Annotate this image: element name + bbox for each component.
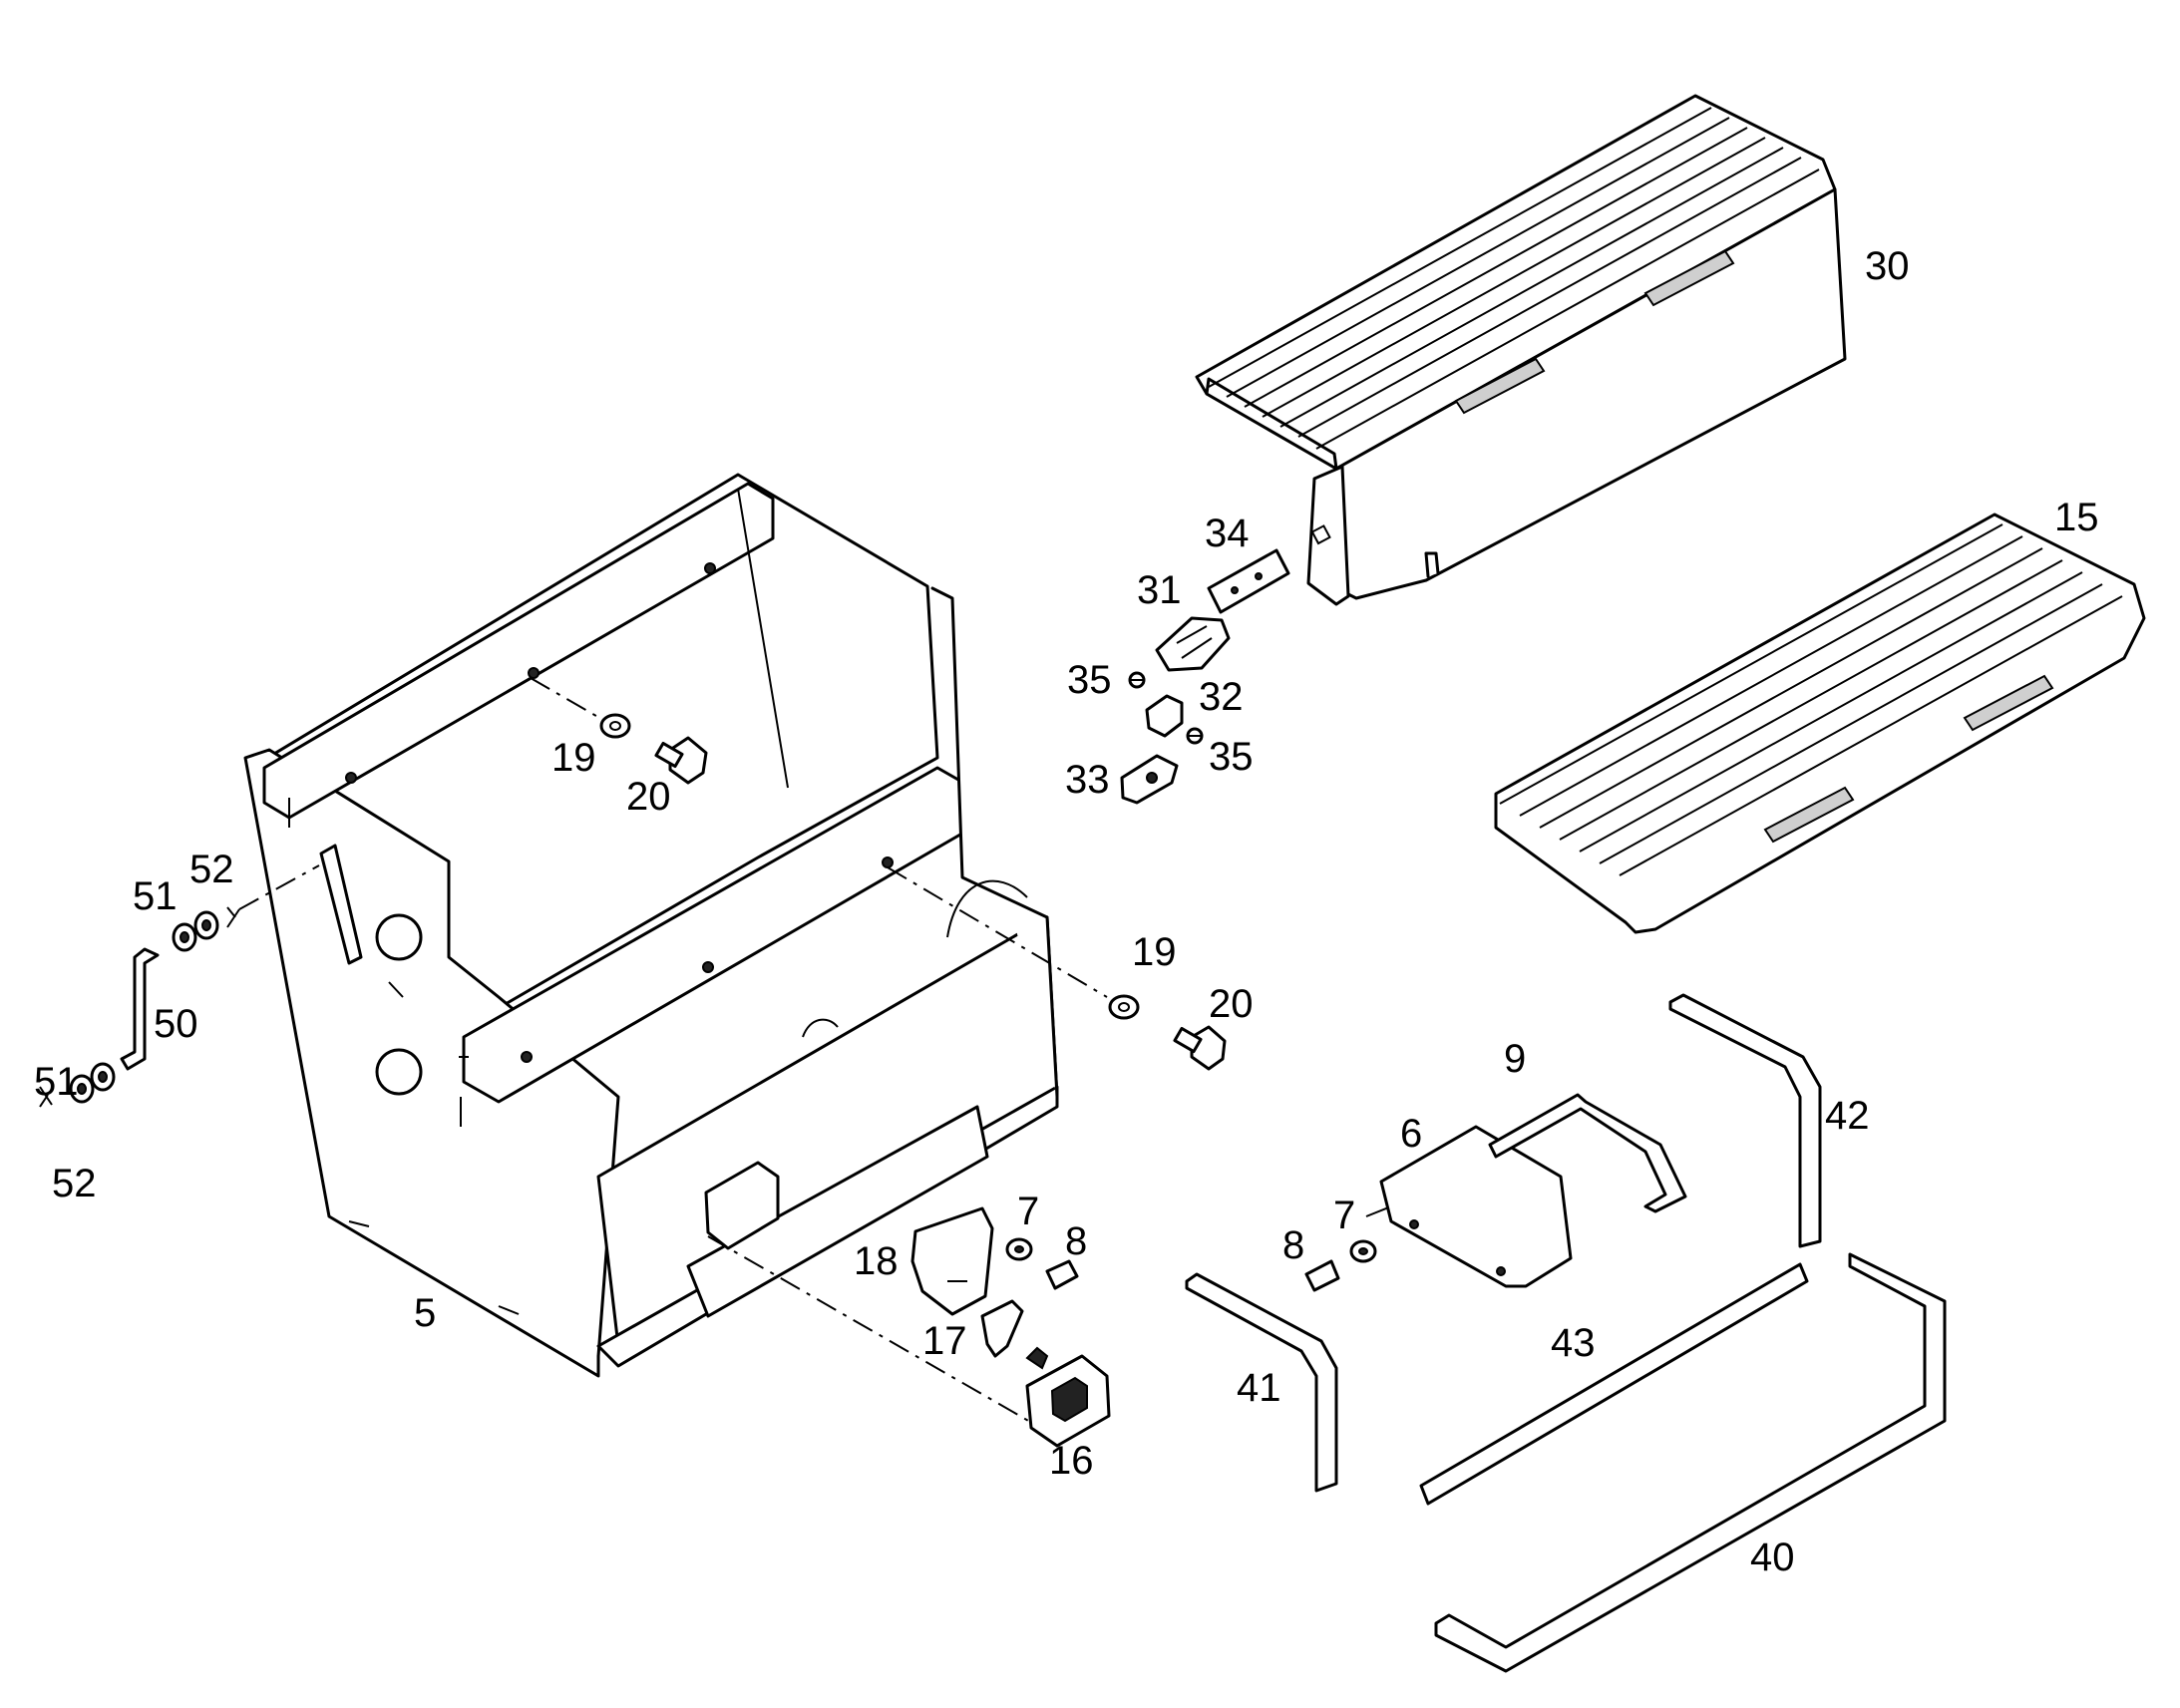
callout-43: 43: [1551, 1321, 1596, 1365]
callout-19: 19: [1132, 930, 1177, 974]
step-plate-30: [1195, 94, 1847, 606]
grip-strip: [1454, 357, 1546, 415]
callout-30: 30: [1865, 244, 1910, 288]
key-17: [980, 1299, 1024, 1358]
hardware: [39, 548, 1290, 1108]
bracket-9: [1488, 1093, 1687, 1213]
knob-32: [1145, 694, 1184, 738]
callout-19: 19: [551, 736, 596, 780]
seal-strip-41: [1185, 1272, 1338, 1493]
callout-41: 41: [1237, 1366, 1281, 1410]
bolt-8: [1045, 1259, 1079, 1290]
side-hole: [375, 913, 423, 961]
bracket-18: [910, 1206, 994, 1316]
callout-40: 40: [1750, 1536, 1795, 1579]
grip-strip: [1643, 249, 1735, 307]
callout-52: 52: [189, 848, 234, 891]
cover-6: [1379, 1125, 1573, 1288]
callout-34: 34: [1205, 512, 1250, 555]
callout-8: 8: [1065, 1219, 1087, 1263]
callout-5: 5: [414, 1291, 436, 1335]
bolt-20: [1173, 1025, 1227, 1071]
callout-35: 35: [1209, 735, 1254, 779]
rod-50: [120, 947, 160, 1071]
callout-35: 35: [1067, 658, 1112, 702]
split-pin-52: [39, 1086, 53, 1108]
callout-17: 17: [922, 1319, 967, 1363]
callout-7: 7: [1333, 1194, 1355, 1237]
seal-strip-42: [1668, 993, 1822, 1248]
callout-52: 52: [52, 1162, 97, 1205]
bolt-20: [654, 736, 708, 785]
screw-35: [1128, 671, 1146, 689]
callout-15: 15: [2054, 496, 2099, 539]
callout-18: 18: [854, 1239, 899, 1283]
split-pin-52: [226, 906, 240, 928]
callout-7: 7: [1017, 1190, 1039, 1233]
washer-19: [599, 713, 631, 739]
bolt-8: [1304, 1259, 1340, 1292]
callout-51: 51: [34, 1060, 79, 1104]
callout-33: 33: [1065, 758, 1110, 802]
callout-6: 6: [1400, 1112, 1422, 1156]
callout-16: 16: [1049, 1439, 1094, 1483]
callout-31: 31: [1137, 568, 1182, 612]
callout-20: 20: [1209, 982, 1254, 1026]
callout-8: 8: [1282, 1223, 1304, 1267]
callout-32: 32: [1199, 675, 1244, 719]
battery-switch-16: [1025, 1346, 1111, 1448]
callout-51: 51: [133, 874, 178, 918]
callout-9: 9: [1504, 1037, 1526, 1081]
screw-35: [1186, 727, 1204, 745]
washer-19: [1108, 994, 1140, 1020]
callout-50: 50: [154, 1002, 198, 1046]
side-hole: [375, 1048, 423, 1096]
callout-20: 20: [626, 775, 671, 819]
callout-labels: 30 15 34 31 35 32 33 35 19 20 52 51 50 5…: [34, 244, 2099, 1579]
latch-31: [1155, 616, 1231, 672]
step-plate-15: [1494, 512, 2146, 934]
seal-strip-43: [1419, 1262, 1809, 1506]
callout-42: 42: [1825, 1094, 1870, 1138]
switch-assembly: [910, 1206, 1111, 1448]
seal-strip-40: [1434, 1252, 1947, 1673]
plate-34: [1207, 548, 1290, 614]
